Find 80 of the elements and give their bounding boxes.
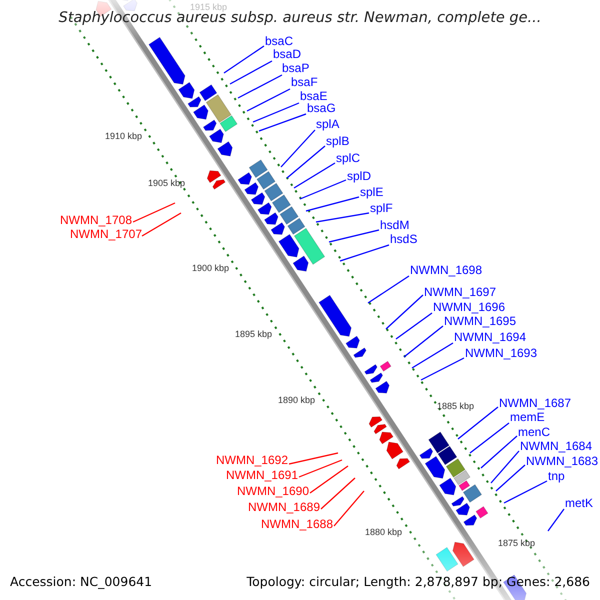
gene-label: NWMN_1707 (70, 228, 142, 241)
gene-label: bsaF (291, 76, 318, 89)
leader-line (230, 60, 272, 85)
gene-label: splA (316, 118, 340, 131)
leader-line (294, 162, 336, 189)
gene-label: tnp (548, 470, 565, 483)
leader-line (280, 130, 316, 168)
leader-line (496, 464, 526, 492)
scale-tick-label: 1915 kbp (190, 2, 228, 13)
leader-line (386, 294, 424, 330)
gene-label: NWMN_1698 (410, 264, 482, 277)
gene-label: NWMN_1690 (236, 485, 309, 498)
gene-label: memE (510, 411, 545, 424)
leader-line (142, 212, 182, 237)
gene-label: splF (370, 202, 393, 215)
leader-line (258, 113, 306, 132)
leader-line (404, 326, 444, 358)
gene-label: metK (565, 497, 594, 510)
leader-line (298, 459, 342, 478)
gene-label: NWMN_1688 (260, 518, 333, 531)
leader-line (288, 452, 338, 465)
gene-label: bsaG (307, 102, 336, 115)
leader-line (334, 490, 364, 526)
leader-line (328, 229, 380, 243)
leader-line (412, 342, 454, 369)
gene-label: splD (347, 170, 372, 183)
gene-label: NWMN_1689 (248, 501, 320, 514)
leader-line (132, 202, 176, 223)
scale-tick-label: 1895 kbp (234, 329, 272, 340)
gene-label: NWMN_1683 (526, 455, 598, 468)
leader-line (368, 276, 410, 304)
gene-label: NWMN_1691 (226, 469, 298, 482)
leader-line (252, 102, 300, 123)
leader-line (548, 508, 564, 532)
leader-line (490, 450, 520, 484)
leader-line (238, 74, 282, 99)
gene-label: hsdM (380, 219, 410, 232)
gene-label: bsaP (282, 62, 310, 75)
leader-line (306, 196, 360, 212)
gene-label: NWMN_1694 (454, 331, 526, 344)
scale-tick-label: 1875 kbp (498, 538, 536, 549)
leader-line (458, 406, 498, 440)
leader-line (286, 146, 326, 178)
gene-label: NWMN_1692 (216, 454, 288, 467)
scale-tick-label: 1890 kbp (278, 395, 315, 406)
gene-label: menC (518, 426, 550, 439)
scale-tick-label: 1900 kbp (192, 263, 229, 274)
gene-label: NWMN_1693 (465, 347, 538, 360)
scale-tick-label: 1885 kbp (437, 401, 474, 412)
leader-line (470, 422, 510, 454)
leader-line (504, 480, 548, 504)
gene-label: bsaE (300, 90, 328, 103)
genome-summary-text: Topology: circular; Length: 2,878,897 bp; Genes: 2,686 (246, 574, 590, 589)
leader-line (480, 436, 518, 468)
gene-label: splC (336, 152, 360, 165)
gene-label: bsaD (273, 48, 302, 61)
scale-tick-label: 1905 kbp (148, 178, 185, 189)
map-title: Staphylococcus aureus subsp. aureus str. Newman, complete ge... (58, 10, 542, 27)
gene-label: NWMN_1684 (520, 440, 592, 453)
gene-label: NWMN_1708 (60, 214, 132, 227)
gene-label: splE (360, 186, 384, 199)
leader-line (340, 244, 390, 262)
gene-label: NWMN_1697 (424, 286, 496, 299)
leader-line (320, 478, 356, 510)
leader-line (316, 212, 370, 223)
leader-line (246, 88, 290, 112)
gene-label: bsaC (265, 35, 294, 48)
scale-tick-label: 1910 kbp (104, 131, 142, 142)
leader-line (224, 46, 264, 74)
leader-line (396, 312, 432, 340)
gene-label: hsdS (390, 233, 418, 246)
leader-line (310, 466, 348, 494)
leader-line (420, 357, 464, 381)
gene-label: splB (326, 135, 350, 148)
gene-label: NWMN_1687 (499, 397, 572, 410)
accession-text: Accession: NC_009641 (10, 574, 152, 589)
gene-label: NWMN_1695 (444, 315, 516, 328)
gene-label: NWMN_1696 (433, 301, 506, 314)
leader-line (300, 179, 346, 200)
scale-tick-label: 1880 kbp (364, 527, 402, 538)
